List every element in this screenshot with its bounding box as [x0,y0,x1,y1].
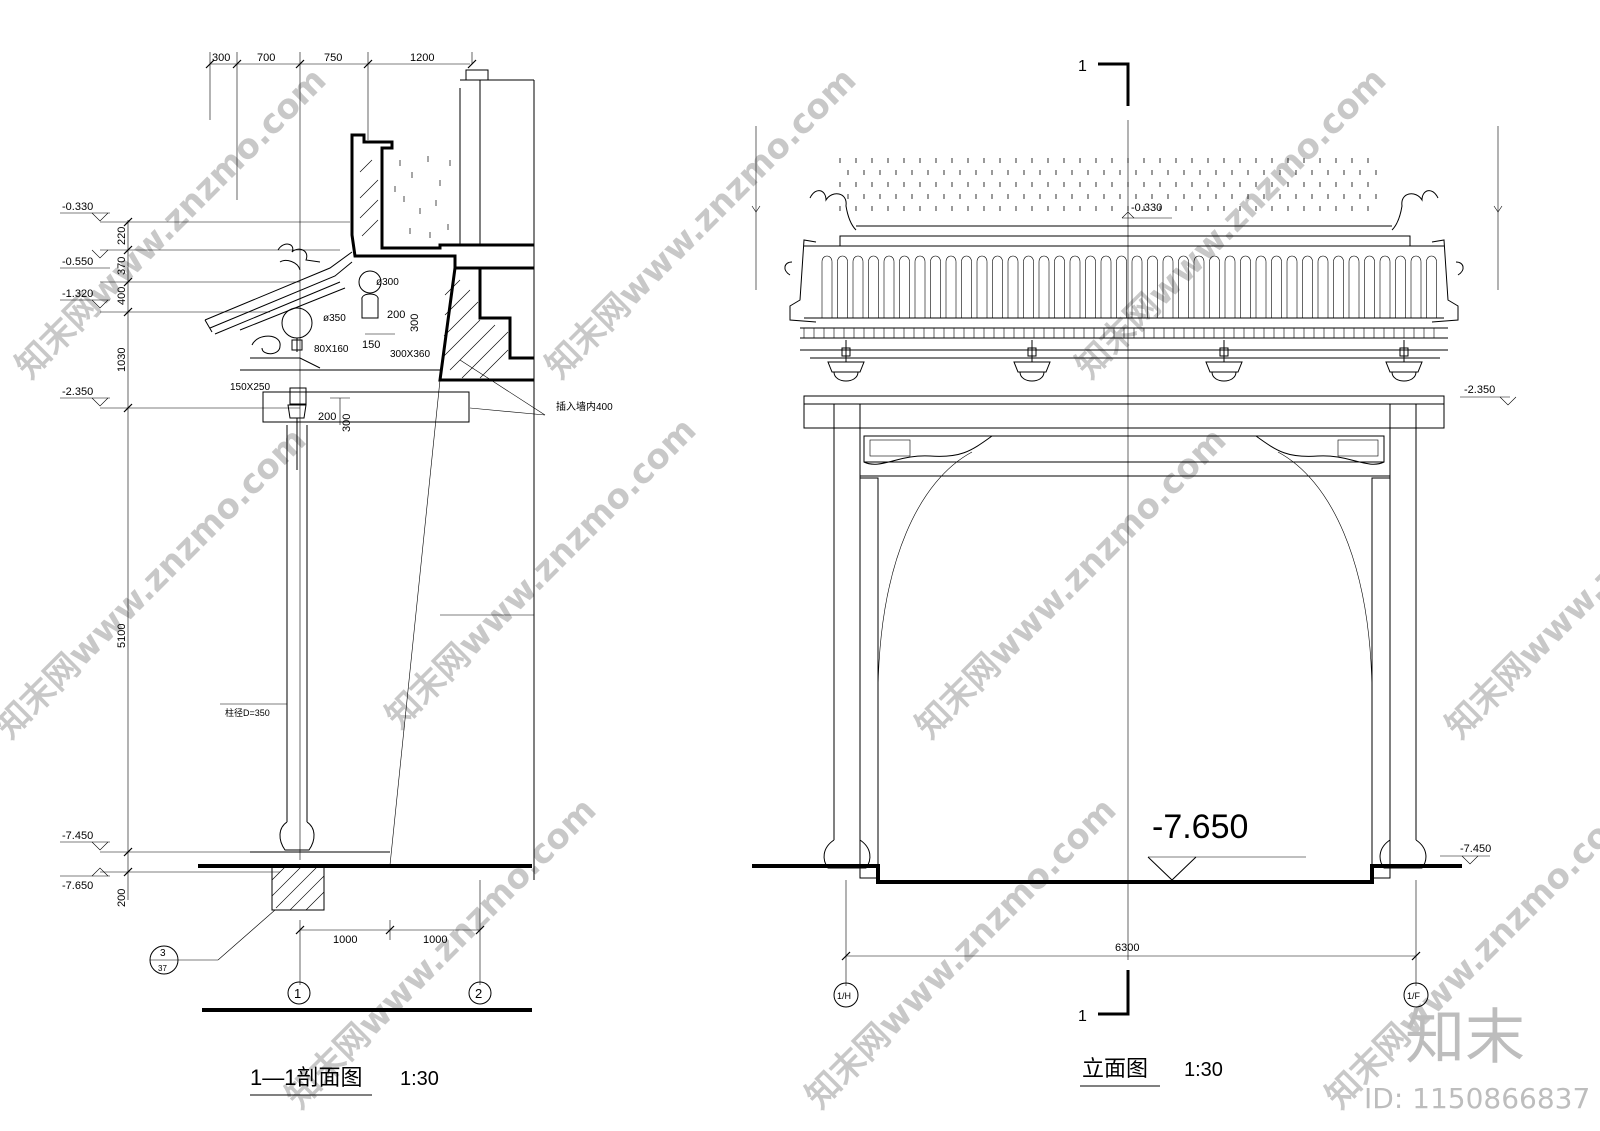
level-marker: -2.350 [1460,384,1517,406]
watermark-text: 知末网www.znzmo.com [908,420,1234,746]
level-marker: -1.320 [60,288,110,309]
watermark-layer: 知末网www.znzmo.com 知末网www.znzmo.com 知末网www… [0,60,1600,1116]
svg-text:-1.320: -1.320 [62,288,93,300]
svg-text:-7.450: -7.450 [1460,843,1491,855]
left-dim-3: 400 [116,287,128,305]
section-scale: 1:30 [400,1068,439,1090]
svg-text:-2.350: -2.350 [1464,384,1495,396]
bottom-dim-1: 1000 [333,934,357,946]
top-dim-4: 1200 [410,52,434,64]
elevation-scale: 1:30 [1184,1059,1223,1081]
note-80x160: 80X160 [314,344,349,355]
axis-bubble-left [833,982,859,1008]
note-200b: 200 [318,411,336,423]
watermark-text: 知末网www.znzmo.com [538,60,864,386]
svg-text:1/H: 1/H [837,991,851,1001]
left-dim-1: 220 [116,227,128,245]
watermark-text: 知末网www.znzmo.com [1438,420,1600,746]
level-marker: -7.450 [60,830,110,851]
axis-1-label: 1 [294,986,301,1001]
level-marker: -7.450 [1440,843,1491,865]
svg-text:1/F: 1/F [1407,991,1421,1001]
watermark-text: 知末网www.znzmo.com [798,790,1124,1116]
note-wall: 插入墙内400 [556,400,613,413]
svg-text:-0.330: -0.330 [1131,202,1162,214]
dot-texture [394,156,451,238]
watermark-text: 知末网www.znzmo.com [1068,60,1394,386]
axis-2-label: 2 [475,986,482,1001]
elevation-title: 立面图 [1082,1056,1148,1081]
watermark-text: 知末网www.znzmo.com [8,60,334,386]
section-drawing: 300 700 750 1200 220 370 400 1030 5100 [60,52,613,1096]
left-dim-2: 370 [116,257,128,275]
watermark-id: ID: 1150866837 [1364,1082,1590,1115]
watermark-logo: 知末 [1405,1003,1525,1073]
top-dim-1: 300 [212,52,230,64]
note-150x250: 150X250 [230,382,270,393]
svg-text:-0.330: -0.330 [62,201,93,213]
elevation-drawing: 1 1 [751,58,1517,1087]
level-marker: -7.650 [60,867,110,892]
axis-bubble-2 [468,981,492,1005]
level-marker: -2.350 [60,386,110,407]
top-dim-3: 750 [324,52,342,64]
note-d300: ø300 [376,277,399,288]
section-title: 1—1剖面图 [250,1065,362,1090]
watermark-text: 知末网www.znzmo.com [0,420,314,746]
bottom-dim-2: 1000 [423,934,447,946]
svg-text:-2.350: -2.350 [62,386,93,398]
svg-text:-7.450: -7.450 [62,830,93,842]
svg-text:-7.650: -7.650 [1152,808,1248,846]
axis-bubble-right [1403,982,1429,1008]
axis-bubble-1 [287,981,311,1005]
level-marker: -0.330 [60,201,110,222]
note-150: 150 [362,339,380,351]
note-300x360: 300X360 [390,349,430,360]
roof-tiles [821,255,1437,318]
level-marker-large: -7.650 [1147,808,1306,881]
left-dim-4: 1030 [116,348,128,372]
top-dim-2: 700 [257,52,275,64]
left-dim-6: 200 [116,889,128,907]
cut-mark-bottom: 1 [1078,1008,1087,1025]
svg-text:3: 3 [160,948,166,959]
level-marker: -0.550 [60,249,110,269]
level-marker: -0.330 [1121,202,1172,219]
left-dim-5: 5100 [116,624,128,648]
note-column: 柱径D=350 [225,707,270,718]
span-dim: 6300 [1115,942,1139,954]
svg-text:37: 37 [158,964,167,973]
note-200a: 200 [387,309,405,321]
roof-texture [839,158,1377,211]
note-300b: 300 [341,414,353,432]
bracket-set [827,340,1423,382]
svg-text:-7.650: -7.650 [62,880,93,892]
note-d350: ø350 [323,313,346,324]
cut-mark-top: 1 [1078,58,1087,75]
note-300a: 300 [409,314,421,332]
watermark-text: 知末网www.znzmo.com [378,410,704,736]
svg-text:-0.550: -0.550 [62,256,93,268]
